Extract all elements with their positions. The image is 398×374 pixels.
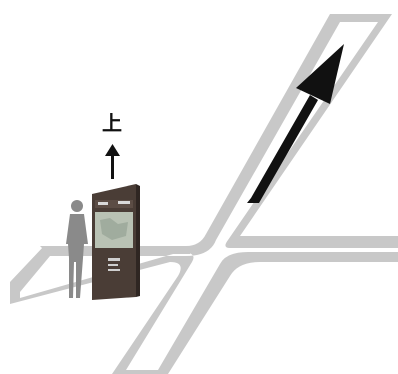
up-arrow-icon [105,144,120,179]
road-fill [20,22,398,370]
direction-label: 上 [99,112,125,134]
kiosk-sign [92,184,140,300]
road-network [10,14,398,374]
